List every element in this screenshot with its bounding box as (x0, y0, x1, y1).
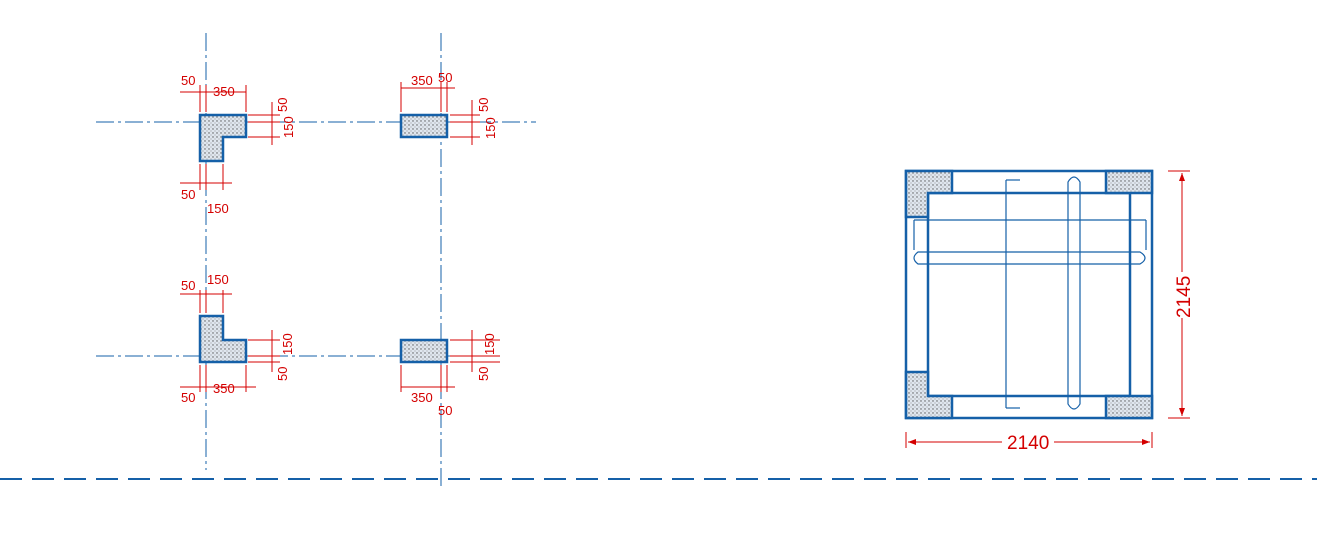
dimension-lines-top-right (400, 82, 480, 145)
dim-tl-bottom-offset: 50 (181, 187, 195, 202)
section-height-label: 2145 (1174, 276, 1195, 318)
plan-dimension-labels: 50 350 50 150 50 150 350 50 50 150 50 15… (181, 70, 498, 418)
section-dimension-lines (905, 170, 1190, 448)
dim-bl-height-offset: 50 (275, 367, 290, 381)
column-top-left (198, 113, 248, 163)
section-width-label: 2140 (1007, 433, 1049, 454)
dim-bl-height: 150 (280, 333, 295, 355)
column-bottom-right (399, 338, 449, 364)
dim-tl-thickness-offset: 50 (275, 98, 290, 112)
dim-tr-thickness: 150 (483, 117, 498, 139)
dim-tl-width: 350 (213, 84, 235, 99)
dim-br-width-offset: 50 (438, 403, 452, 418)
dim-br-height: 150 (482, 333, 497, 355)
dimension-lines-top-left (180, 85, 280, 190)
dim-bl-top-offset: 50 (181, 278, 195, 293)
section-frame (904, 169, 1154, 420)
dimension-lines-bottom-right (400, 330, 500, 392)
dim-tr-width-offset: 50 (438, 70, 452, 85)
dim-tl-width-offset: 50 (181, 73, 195, 88)
dim-tr-width: 350 (411, 73, 433, 88)
axis-lines (96, 33, 536, 488)
dimension-lines-bottom-left (180, 290, 280, 392)
column-top-right (399, 113, 449, 139)
dim-tl-bottom-width: 150 (207, 201, 229, 216)
column-bottom-left (198, 314, 248, 364)
dim-br-height-offset: 50 (476, 367, 491, 381)
dim-bl-top-width: 150 (207, 272, 229, 287)
dim-bl-width: 350 (213, 381, 235, 396)
dim-bl-width-offset: 50 (181, 390, 195, 405)
dim-tr-thickness-offset: 50 (476, 98, 491, 112)
dim-tl-thickness: 150 (281, 116, 296, 138)
dim-br-width: 350 (411, 390, 433, 405)
